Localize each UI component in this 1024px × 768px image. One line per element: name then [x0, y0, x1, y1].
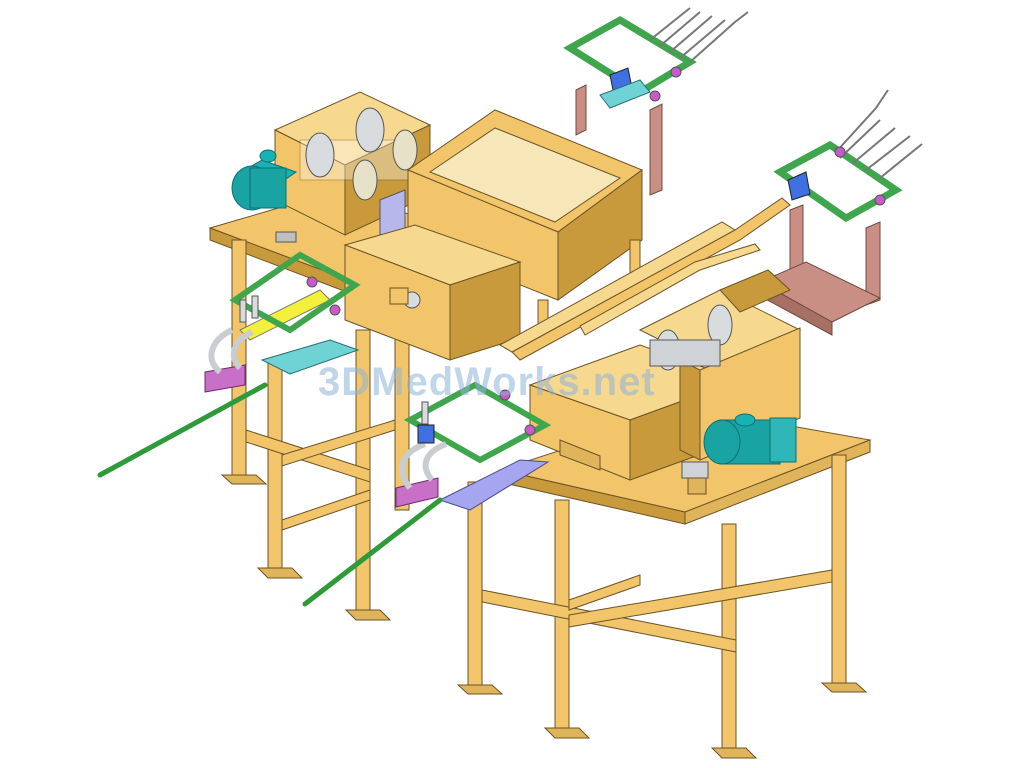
roller: [392, 129, 418, 171]
right-pink-stand: [758, 204, 882, 336]
feeder-blue-block: [417, 424, 435, 444]
left-table-foot: [344, 609, 392, 621]
feeder-tray-cyan: [260, 339, 360, 375]
left-motor: [231, 149, 298, 243]
feeder-cyan-plate: [599, 79, 651, 109]
green-rod: [302, 497, 443, 607]
right-table-foot: [820, 682, 868, 693]
right-table-foot: [710, 747, 758, 759]
left-drive-box: [343, 224, 522, 361]
right-table-leg: [467, 481, 483, 688]
left-table-brace: [281, 419, 396, 467]
feeder-tray-lavender: [438, 459, 550, 511]
right-table-brace: [568, 574, 641, 611]
feeder-green-frame: [403, 381, 552, 464]
feeder-green-frame: [229, 251, 361, 334]
roller: [352, 159, 378, 201]
chute: [498, 197, 791, 361]
feeder-base-magenta: [395, 477, 439, 508]
right-table-foot: [543, 727, 591, 739]
green-rod: [97, 382, 268, 478]
feeder-green-frame: [773, 140, 903, 223]
right-motor: [681, 413, 797, 495]
feeder-pink-bracket: [575, 84, 587, 136]
feeder-base-magenta: [204, 364, 246, 393]
right-table-brace: [481, 589, 737, 653]
right-feeder: [773, 89, 923, 223]
left-feeder: [204, 251, 361, 393]
feeder-pink-bracket: [649, 103, 663, 196]
upper-feeder: [563, 7, 749, 196]
roller: [707, 304, 733, 346]
left-table: [208, 189, 547, 621]
left-table-foot: [256, 567, 304, 579]
right-table: [456, 407, 872, 759]
bearing: [329, 304, 341, 316]
right-table-foot: [456, 684, 504, 695]
lower-feeder: [395, 381, 552, 511]
left-roller-housing: [273, 91, 432, 267]
roller: [355, 107, 385, 153]
left-table-leg: [267, 359, 283, 571]
right-table-leg: [831, 454, 847, 686]
left-table-brace: [281, 489, 371, 531]
right-table-brace: [568, 569, 833, 628]
left-table-foot: [220, 474, 268, 485]
roller: [305, 132, 335, 178]
bearing: [306, 276, 318, 288]
feeder-blue-block: [787, 171, 811, 201]
